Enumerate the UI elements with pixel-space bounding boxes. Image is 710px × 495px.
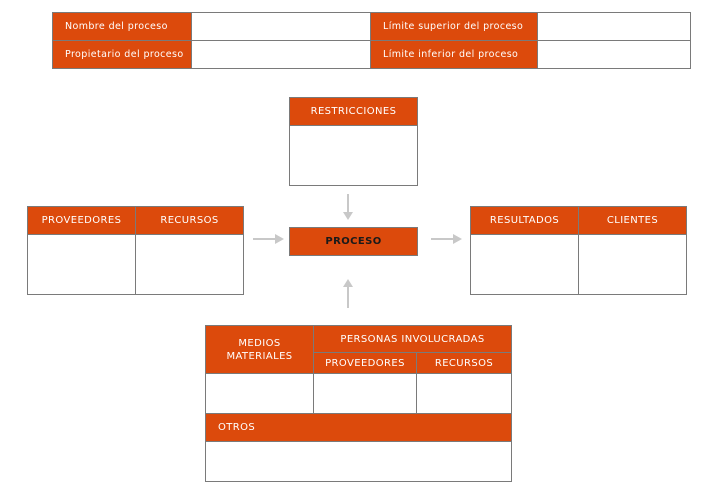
otros-header: OTROS [205, 413, 512, 442]
recursos-bottom-header: RECURSOS [416, 352, 512, 374]
restricciones-header: RESTRICCIONES [289, 97, 418, 126]
limite-superior-value[interactable] [537, 12, 691, 41]
recursos-bottom-box[interactable] [416, 373, 512, 414]
arrow-right-in-icon [253, 234, 284, 244]
proveedores-bottom-box[interactable] [313, 373, 417, 414]
personas-involucradas-header: PERSONAS INVOLUCRADAS [313, 325, 512, 353]
clientes-header: CLIENTES [578, 206, 687, 235]
propietario-value[interactable] [191, 40, 371, 69]
proveedores-bottom-header: PROVEEDORES [313, 352, 417, 374]
proveedores-header: PROVEEDORES [27, 206, 136, 235]
arrow-up-icon [343, 279, 353, 308]
resultados-box[interactable] [470, 234, 579, 295]
clientes-box[interactable] [578, 234, 687, 295]
recursos-header: RECURSOS [135, 206, 244, 235]
arrow-down-icon [343, 194, 353, 220]
propietario-label: Propietario del proceso [52, 40, 192, 69]
limite-inferior-label: Límite inferior del proceso [370, 40, 538, 69]
recursos-box[interactable] [135, 234, 244, 295]
nombre-value[interactable] [191, 12, 371, 41]
limite-superior-label: Límite superior del proceso [370, 12, 538, 41]
limite-inferior-value[interactable] [537, 40, 691, 69]
medios-materiales-header: MEDIOS MATERIALES [205, 325, 314, 374]
proceso-box: PROCESO [289, 227, 418, 256]
proveedores-box[interactable] [27, 234, 136, 295]
medios-materiales-box[interactable] [205, 373, 314, 414]
nombre-label: Nombre del proceso [52, 12, 192, 41]
restricciones-box[interactable] [289, 125, 418, 186]
otros-box[interactable] [205, 441, 512, 482]
resultados-header: RESULTADOS [470, 206, 579, 235]
arrow-right-out-icon [431, 234, 462, 244]
